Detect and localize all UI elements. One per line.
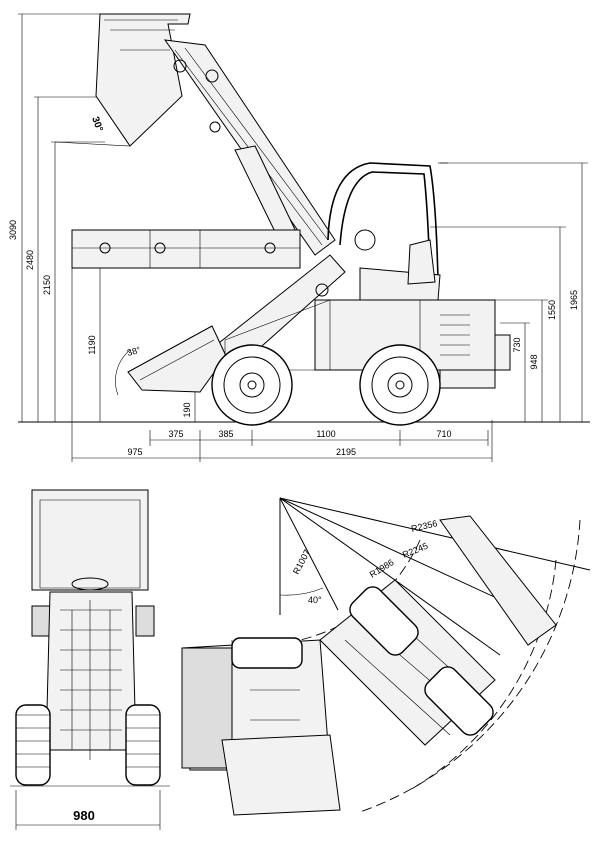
dim-980: 980 (73, 808, 95, 823)
dim-975: 975 (127, 447, 142, 457)
dim-948: 948 (529, 354, 539, 369)
dim-1965: 1965 (569, 290, 579, 310)
middle-turn-arc (409, 559, 557, 791)
pallet-forks (71, 229, 301, 269)
radius-label-wheel: R1986 (368, 557, 396, 580)
rear-body (181, 637, 341, 816)
dim-710: 710 (436, 429, 451, 439)
ground-bucket (115, 325, 227, 396)
dim-3090: 3090 (8, 220, 18, 240)
radius-label-bucket: R2245 (401, 541, 429, 560)
dim-1550: 1550 (547, 300, 557, 320)
radius-label-inner: R1007 (291, 548, 312, 576)
front-frame (319, 579, 496, 746)
side-view: 3090 2480 2150 1190 190 1965 1550 948 73… (8, 13, 590, 462)
dim-2480: 2480 (25, 250, 35, 270)
dim-1190: 1190 (87, 335, 97, 354)
dim-385: 385 (218, 429, 233, 439)
dump-angle-label: 30° (89, 115, 105, 133)
top-view: R2356 R2245 R1986 R1007 40° (181, 497, 591, 816)
dim-730: 730 (512, 337, 522, 352)
right-height-dimensions (430, 162, 588, 422)
articulation-angle-label: 40° (308, 595, 322, 605)
raised-boom (163, 39, 336, 256)
dim-2150: 2150 (42, 275, 52, 295)
bottom-length-dimensions (71, 230, 493, 462)
rollback-angle-label: 38° (126, 345, 142, 358)
front-view: 980 (10, 489, 170, 830)
left-height-dimensions (18, 13, 196, 422)
dim-2195: 2195 (336, 447, 356, 457)
dim-190: 190 (182, 402, 192, 417)
outer-turn-arc (359, 519, 581, 813)
rear-wheel (359, 344, 441, 426)
raised-bucket (54, 13, 191, 147)
dim-375: 375 (168, 429, 183, 439)
front-wheel (211, 344, 293, 426)
cab-and-body (224, 162, 511, 389)
dim-1100: 1100 (316, 429, 335, 439)
top-bucket (439, 515, 557, 646)
